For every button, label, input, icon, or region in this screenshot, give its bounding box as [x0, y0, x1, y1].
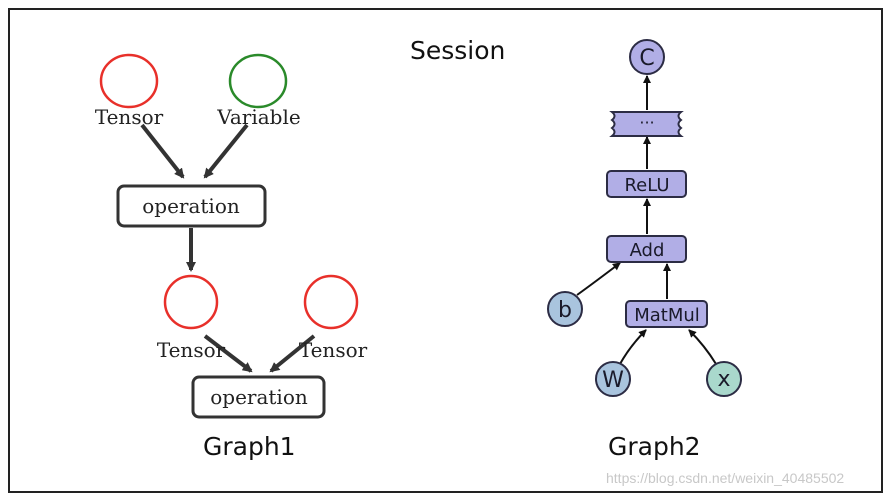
c-node: [629, 39, 665, 75]
operation-node-bottom: [191, 375, 326, 419]
edge-tensor-to-operation: [140, 123, 185, 179]
w-label: W: [602, 368, 624, 393]
tensor-node-top: [99, 53, 159, 109]
tensor-node-mid: [163, 274, 219, 330]
edge-tensor-to-operation-2: [203, 334, 253, 373]
matmul-node: [625, 300, 708, 328]
w-node: [595, 361, 631, 397]
ellipsis-label: ···: [639, 113, 654, 132]
b-node: [547, 291, 583, 327]
edge-b-to-add: [576, 262, 621, 296]
ellipsis-node: [609, 111, 684, 137]
add-node: [606, 235, 687, 263]
tensor-node-right: [303, 274, 359, 330]
edge-x-to-matmul: [688, 329, 717, 365]
b-label: b: [558, 298, 572, 323]
tensor-label-right: Tensor: [299, 338, 368, 362]
graph1-label: Graph1: [203, 432, 296, 461]
tensor-label-mid: Tensor: [157, 338, 226, 362]
graph2-label: Graph2: [608, 432, 701, 461]
operation-label-bottom: operation: [210, 385, 308, 409]
relu-node: [606, 170, 687, 198]
edge-tensor-right-to-operation-2: [269, 334, 316, 373]
graph1: Tensor Variable operation Tensor Tensor …: [95, 53, 368, 419]
add-label: Add: [630, 240, 665, 261]
edge-variable-to-operation: [203, 123, 249, 179]
variable-label: Variable: [216, 105, 300, 129]
graph2: C ··· ReLU Add b MatMul W x: [547, 39, 742, 397]
x-node: [706, 361, 742, 397]
variable-node: [228, 53, 288, 109]
relu-label: ReLU: [624, 175, 669, 196]
matmul-label: MatMul: [634, 305, 700, 326]
watermark: https://blog.csdn.net/weixin_40485502: [606, 470, 845, 486]
c-label: C: [639, 46, 654, 71]
session-title: Session: [410, 36, 506, 65]
outer-frame: [8, 8, 883, 493]
operation-node-top: [116, 184, 267, 228]
x-label: x: [717, 367, 730, 392]
tensor-label-top: Tensor: [95, 105, 164, 129]
operation-label-top: operation: [142, 194, 240, 218]
edge-w-to-matmul: [619, 329, 647, 365]
